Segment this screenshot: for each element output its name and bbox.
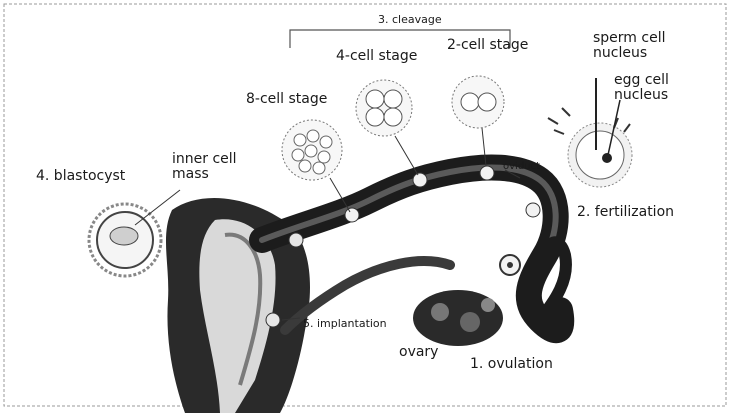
label-8-cell-stage: 8-cell stage <box>246 92 327 107</box>
label-fertilization: 2. fertilization <box>577 205 674 220</box>
tube-cell-3 <box>413 173 427 187</box>
tube-cell-1 <box>526 203 540 217</box>
label-ovary: ovary <box>399 345 438 360</box>
ovulated-egg-nucleus <box>507 262 513 268</box>
tube-cell-5 <box>289 233 303 247</box>
eight-cell-embryo <box>282 120 342 180</box>
ovary-follicle-3 <box>481 298 495 312</box>
label-4-cell-stage: 4-cell stage <box>336 49 417 64</box>
label-oviduct: oviduct <box>503 162 540 173</box>
two-cell-embryo <box>452 76 504 128</box>
label-implantation: 5. implantation <box>303 318 387 330</box>
ovary-follicle-1 <box>431 303 449 321</box>
ovary-follicle-2 <box>460 312 480 332</box>
label-ovulation: 1. ovulation <box>470 357 553 372</box>
label-blastocyst: 4. blastocyst <box>36 169 125 184</box>
label-cleavage: 3. cleavage <box>378 14 442 26</box>
tube-cell-2 <box>480 166 494 180</box>
tube-cell-4 <box>345 208 359 222</box>
label-2-cell-stage: 2-cell stage <box>447 38 528 53</box>
fertilization-egg <box>568 123 632 187</box>
implanting-cell <box>266 313 280 327</box>
blastocyst-cell <box>89 204 161 276</box>
four-cell-embryo <box>356 80 412 136</box>
four-cell-pointer <box>395 136 418 175</box>
label-sperm-cell-nucleus: sperm cell nucleus <box>593 31 665 60</box>
label-inner-cell-mass: inner cell mass <box>172 152 237 181</box>
label-egg-cell-nucleus: egg cell nucleus <box>614 73 669 102</box>
